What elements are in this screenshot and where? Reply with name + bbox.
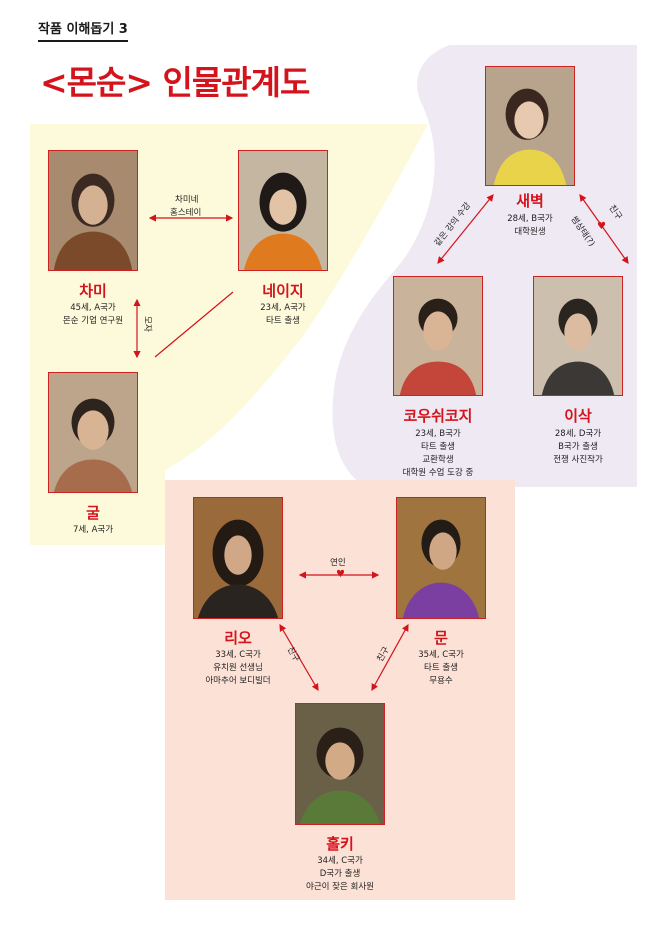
- portrait-chami: [48, 150, 138, 271]
- portrait-rio: [193, 497, 283, 619]
- portrait-kou: [393, 276, 483, 396]
- name-saebyeok: 새벽: [516, 192, 544, 210]
- line-neiji-gul: [154, 291, 234, 358]
- name-isak: 이삭: [564, 407, 592, 425]
- portrait-saebyeok: [485, 66, 575, 186]
- section-kicker: 작품 이해돕기 3: [38, 18, 128, 42]
- name-mun: 문: [434, 629, 448, 647]
- heart-icon: ♥: [597, 221, 606, 232]
- line-rio-holki: [279, 623, 319, 692]
- name-rio: 리오: [224, 629, 252, 647]
- line-mun-holki: [371, 623, 409, 692]
- name-chami: 차미: [79, 282, 107, 300]
- portrait-mun: [396, 497, 486, 619]
- page-title: <몬순> 인물관계도: [40, 63, 310, 102]
- portrait-neiji: [238, 150, 328, 271]
- name-holki: 홀키: [326, 835, 354, 853]
- name-neiji: 네이지: [262, 282, 304, 300]
- relation-label-rio-mun: 연인: [330, 558, 346, 568]
- line-saebyeok-kou: [437, 194, 494, 264]
- portrait-isak: [533, 276, 623, 396]
- relation-label-chami-neiji-2: 홈스테이: [170, 208, 202, 218]
- portrait-gul: [48, 372, 138, 493]
- name-gul: 굴: [86, 504, 100, 522]
- line-saebyeok-isak: [579, 194, 629, 264]
- name-kou: 코우쉬코지: [403, 407, 473, 425]
- heart-icon: ♥: [336, 569, 345, 580]
- portrait-holki: [295, 703, 385, 825]
- relation-label-chami-neiji-1: 차미네: [175, 195, 199, 205]
- info-gul: 7세, A국가: [72, 525, 114, 535]
